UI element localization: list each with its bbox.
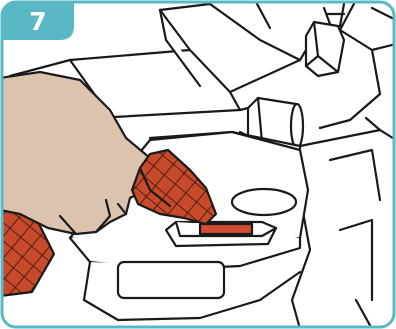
front-label-panel — [118, 262, 224, 298]
step-number: 7 — [29, 7, 46, 36]
step-badge: 7 — [2, 2, 74, 40]
oval-button[interactable] — [232, 189, 296, 215]
sensor-window — [200, 224, 252, 234]
sensor-slot[interactable] — [166, 222, 276, 246]
